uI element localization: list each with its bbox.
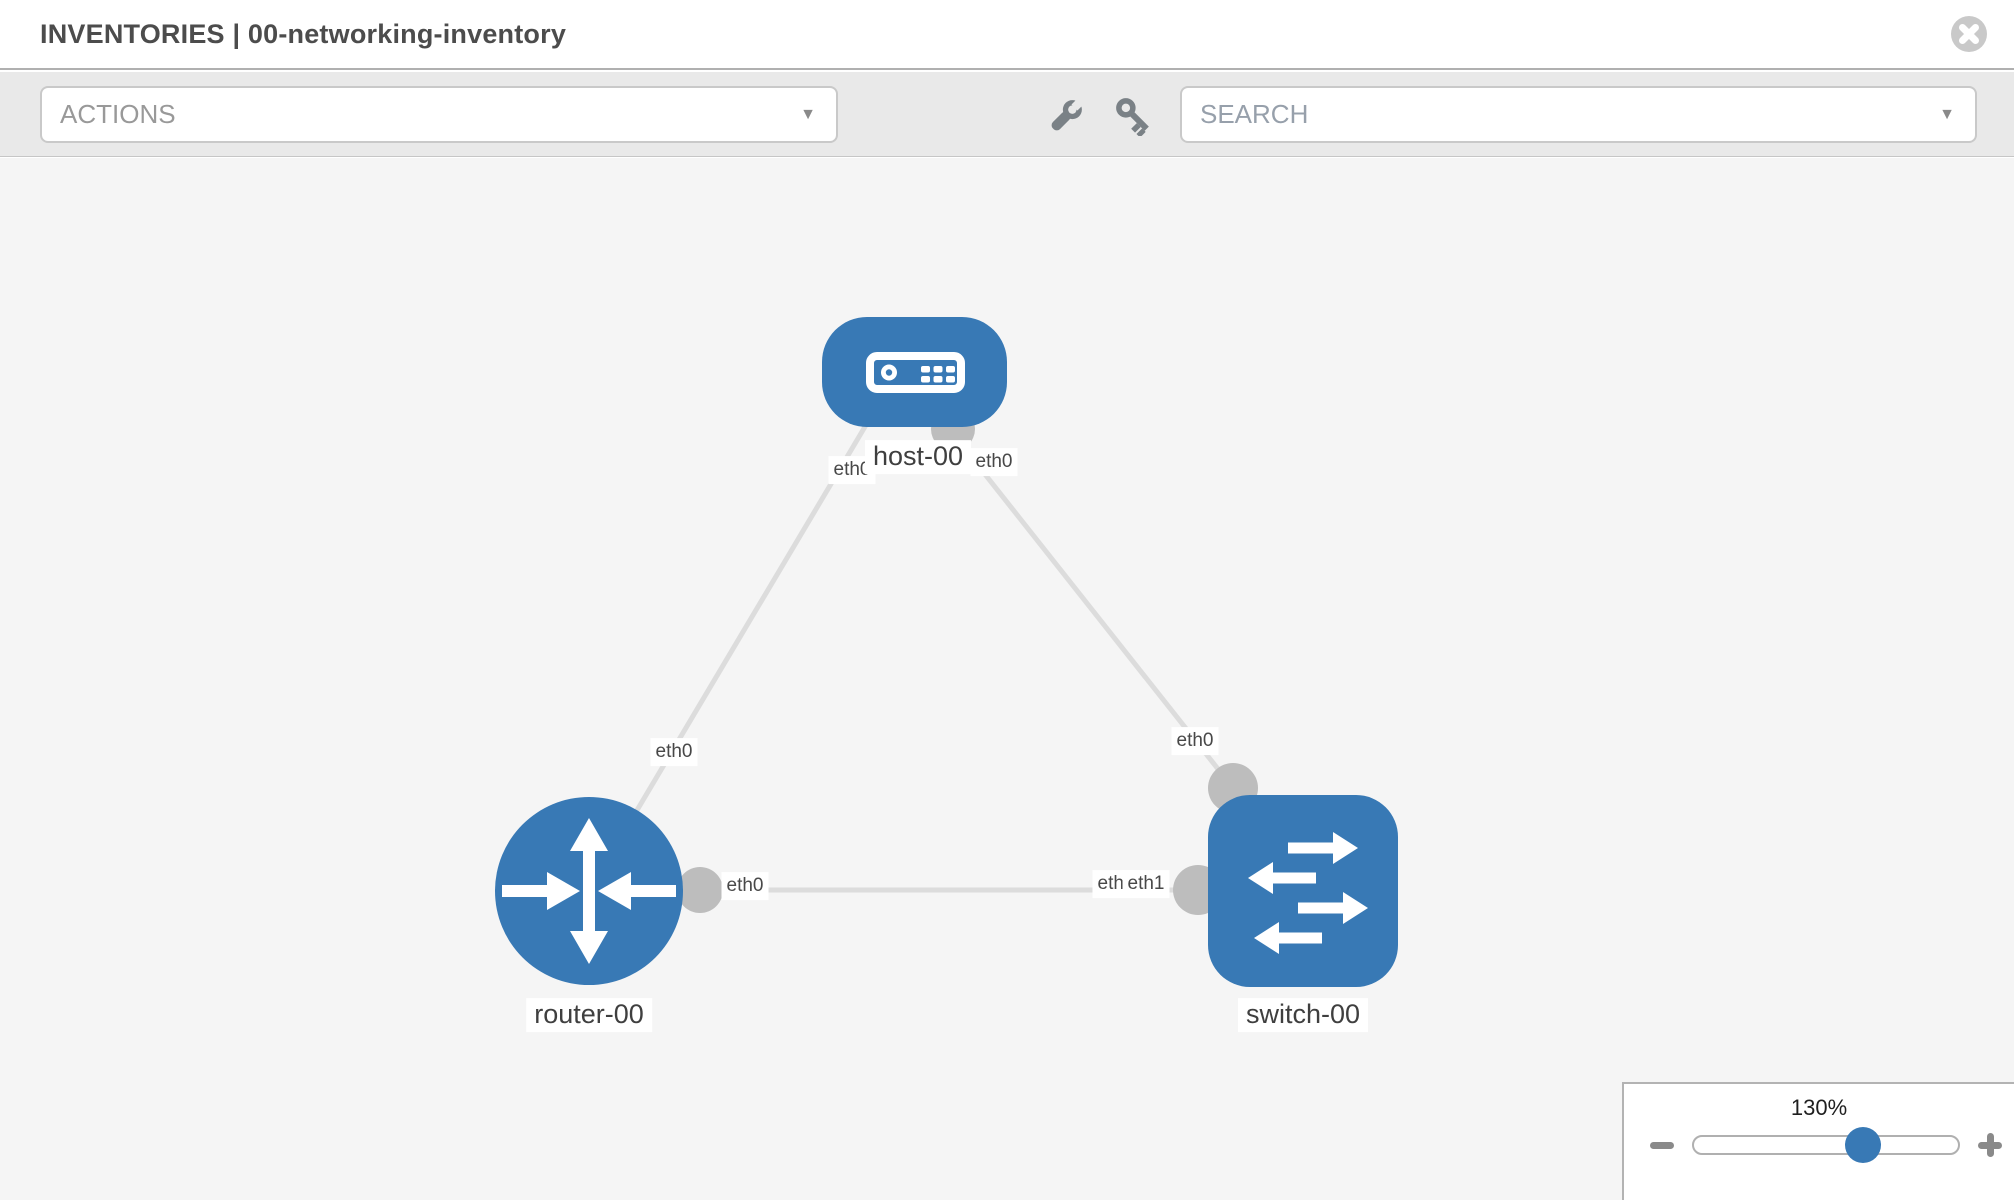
zoom-out-button[interactable] — [1650, 1141, 1674, 1149]
header: INVENTORIES | 00-networking-inventory — [0, 0, 2014, 70]
interface-label: eth0 — [1171, 727, 1219, 755]
zoom-level-value: 130% — [1790, 1095, 1848, 1120]
key-icon — [1116, 98, 1149, 138]
interface-label: eth0 — [650, 738, 698, 766]
zoom-panel: 130% — [1622, 1082, 2014, 1200]
topology-canvas[interactable]: eth0 host-00 eth0 eth0 eth0 eth0 eth0 et… — [0, 158, 2014, 1200]
node-label-switch: switch-00 — [1237, 998, 1369, 1032]
wrench-button[interactable] — [1046, 96, 1086, 136]
node-host-00[interactable] — [822, 317, 1007, 427]
actions-dropdown-label: ACTIONS — [60, 99, 176, 129]
node-label-host: host-00 — [864, 440, 972, 474]
toolbar: ACTIONS ▼ — [0, 72, 2014, 157]
node-router-00[interactable] — [495, 797, 683, 985]
close-icon — [1951, 16, 1987, 52]
page-title: INVENTORIES | 00-networking-inventory — [40, 18, 567, 49]
close-button[interactable] — [1950, 15, 1988, 53]
node-label-router: router-00 — [526, 998, 652, 1032]
interface-label: eth0 — [721, 872, 769, 900]
host-icon — [866, 352, 965, 393]
interface-label: eth0 — [970, 448, 1018, 476]
router-icon — [502, 818, 676, 964]
zoom-slider-row — [1624, 1127, 2014, 1163]
zoom-slider-thumb[interactable] — [1844, 1127, 1881, 1163]
zoom-slider-track[interactable] — [1692, 1127, 1960, 1163]
node-switch-00[interactable] — [1208, 795, 1398, 987]
chevron-down-icon: ▼ — [1939, 105, 1955, 123]
interface-dot — [677, 867, 723, 913]
switch-icon — [1248, 832, 1368, 954]
key-button[interactable] — [1114, 96, 1154, 138]
actions-dropdown[interactable]: ACTIONS ▼ — [40, 86, 838, 143]
chevron-down-icon: ▼ — [800, 105, 816, 123]
search-dropdown[interactable]: SEARCH ▼ — [1180, 86, 1977, 143]
wrench-icon — [1051, 98, 1084, 131]
search-dropdown-label: SEARCH — [1200, 99, 1309, 129]
interface-label: eth1 — [1122, 870, 1170, 898]
interface-label: eth0 — [828, 456, 876, 484]
zoom-in-button[interactable] — [1978, 1133, 2002, 1157]
